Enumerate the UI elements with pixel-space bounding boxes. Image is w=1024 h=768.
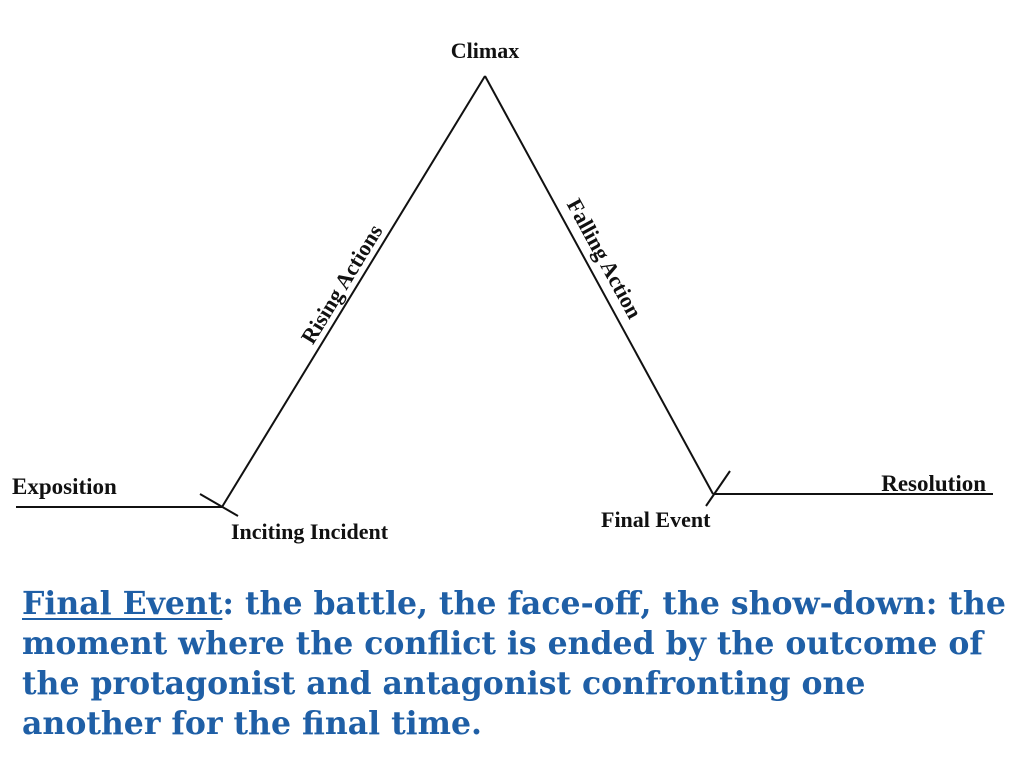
falling-action-label: Falling Action xyxy=(562,194,647,322)
inciting-incident-label: Inciting Incident xyxy=(231,519,389,544)
exposition-label: Exposition xyxy=(12,474,117,499)
rising-action-line xyxy=(221,75,486,508)
definition-term: Final Event xyxy=(22,585,223,622)
final-event-label: Final Event xyxy=(601,507,711,532)
final-event-tick xyxy=(705,470,731,507)
climax-label: Climax xyxy=(451,38,519,63)
plot-triangle-svg: Climax Rising Actions Falling Action Exp… xyxy=(12,38,993,544)
rising-actions-label: Rising Actions xyxy=(296,220,388,349)
definition-text: : the battle, the face-off, the show-dow… xyxy=(22,585,1006,742)
inciting-incident-tick xyxy=(199,493,239,517)
falling-action-line xyxy=(484,75,714,495)
final-event-definition: Final Event: the battle, the face-off, t… xyxy=(22,584,1007,744)
resolution-label: Resolution xyxy=(881,471,986,496)
plot-diagram: Climax Rising Actions Falling Action Exp… xyxy=(12,38,993,544)
